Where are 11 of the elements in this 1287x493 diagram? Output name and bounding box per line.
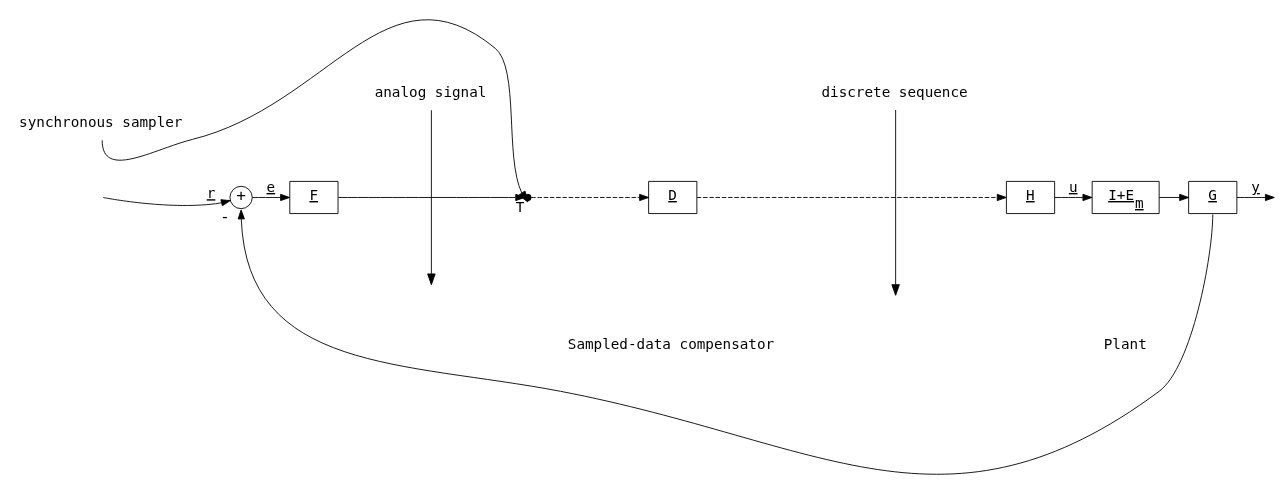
node-label: -	[220, 206, 230, 226]
node-label: T	[515, 198, 525, 215]
label: Sampled-data compensator	[567, 335, 775, 352]
node-text: synchronous sampler	[19, 113, 183, 130]
node-text: discrete sequence	[821, 83, 968, 100]
label: Plant	[1103, 335, 1147, 352]
edge-label: y	[1251, 178, 1260, 195]
edge-label: r	[206, 184, 216, 201]
node-text: analog signal	[374, 83, 487, 100]
edge-label: u	[1068, 178, 1078, 195]
edge-label: e	[266, 178, 276, 195]
